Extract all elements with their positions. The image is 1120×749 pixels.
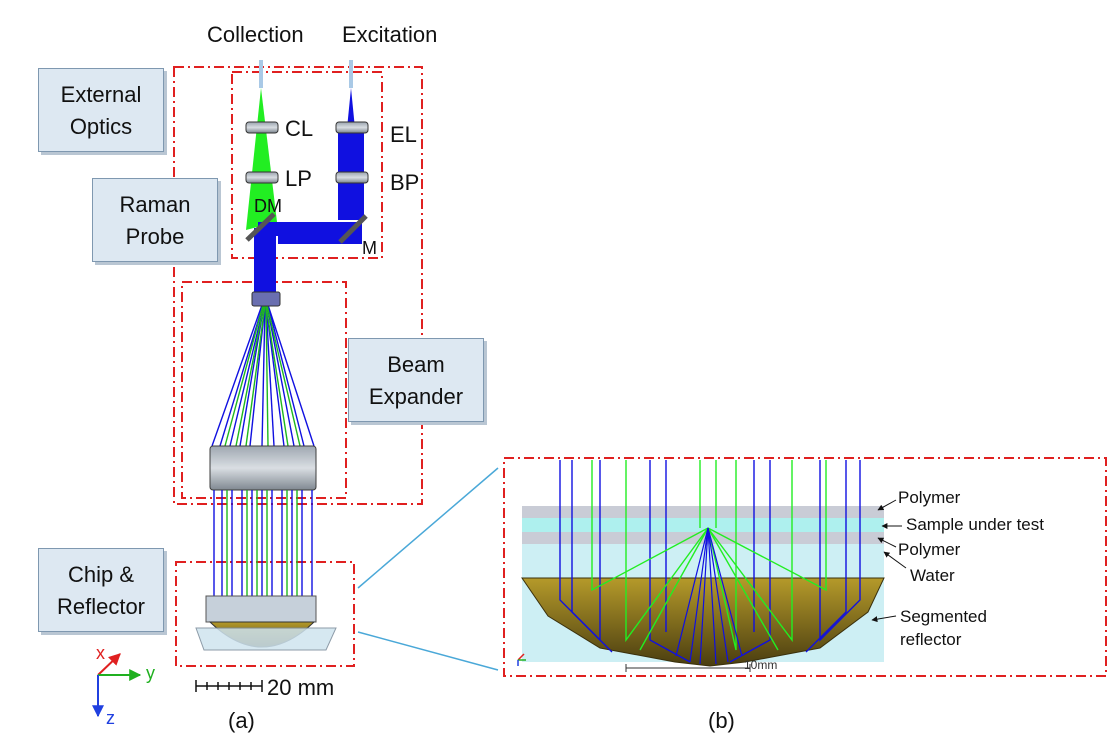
raman-probe-box [231,71,383,259]
excitation-label: Excitation [342,22,438,47]
lp-label: LP [285,166,312,191]
dm-label: DM [254,196,282,216]
callout-external-optics-line1: External [60,82,142,107]
callout-chip-reflector-line2: Reflector [56,594,146,619]
excitation-beam-horizontal [258,222,362,244]
excitation-fiber [349,60,353,88]
panel-b-label: (b) [708,708,735,733]
sample-layer [522,518,884,532]
callout-raman-probe-line2: Probe [125,224,185,249]
callout-chip-reflector-line1: Chip & [67,562,135,587]
collection-label: Collection [207,22,304,47]
lens-bp [335,171,369,184]
water-label: Water [910,566,955,585]
collimated-rays [213,490,313,600]
zoom-line-bottom [357,631,499,671]
annotation-arrows [871,499,907,623]
reflector-label-line2: reflector [900,630,962,649]
scale-b-label: 10mm [744,658,778,672]
lens-cl [245,121,279,134]
expander-large-lens [209,445,317,491]
scale-a-label: 20 mm [267,675,335,700]
axis-x-label: x [96,643,105,663]
el-label: EL [390,122,417,147]
detail-axis-mini [517,653,526,666]
probe-beam [254,228,276,298]
expander-small-lens [251,291,281,307]
axis-z-label: z [106,708,115,728]
scale-bar-b [625,664,751,672]
scale-bar-a [195,680,263,692]
fold-mirror [338,214,368,244]
expander-rays [211,304,315,447]
callout-raman-probe-line1: Raman [119,192,191,217]
axis-y-label: y [146,663,155,683]
sample-label: Sample under test [906,515,1044,534]
detail-green-rays [591,460,827,651]
lens-lp [245,171,279,184]
chip-block [205,595,317,623]
collection-beam [246,88,277,230]
panel-a-label: (a) [228,708,255,733]
callout-beam-expander-line2: Expander [368,384,464,409]
external-optics-box [173,66,423,505]
callout-chip-reflector: Chip & Reflector [38,548,164,632]
focus-fan [675,527,743,665]
bp-label: BP [390,170,420,195]
lens-el [335,121,369,134]
polymer-top-label: Polymer [898,488,961,507]
callout-external-optics-line2: Optics [69,114,133,139]
collection-fiber [259,60,263,88]
detail-box [503,457,1107,677]
polymer-top-layer [522,506,884,518]
callout-beam-expander-line1: Beam [387,352,445,377]
callout-external-optics: External Optics [38,68,164,152]
polymer-bottom-label: Polymer [898,540,961,559]
chip-plate [195,627,337,651]
lenses-external [245,121,369,184]
callout-beam-expander: Beam Expander [348,338,484,422]
axis-x-arrow [97,653,121,676]
callout-raman-probe: Raman Probe [92,178,218,262]
m-label: M [362,238,377,258]
zoom-line-top [357,467,499,589]
chip-reflector-box [175,561,355,667]
dichroic-mirror [245,212,276,242]
reflector-label-line1: Segmented [900,607,987,626]
cl-label: CL [285,116,314,141]
